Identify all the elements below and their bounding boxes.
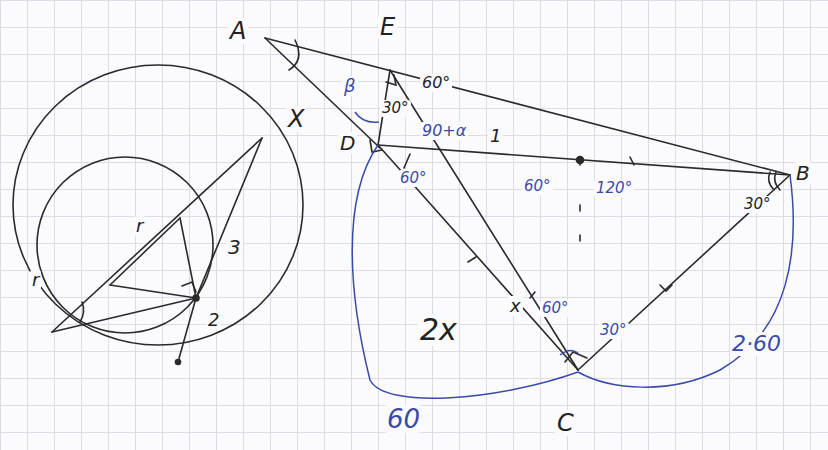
angle-label: 60° [540,300,571,317]
angle-label: 120° [594,180,634,197]
angle-label: 60° [522,178,553,195]
length-label: x [508,296,523,316]
point-label: X [286,106,306,132]
segment-db [378,145,790,175]
segment-ab [265,38,790,175]
chord [52,138,262,332]
point [176,360,181,365]
length-label: 3 [226,236,243,258]
angle-mark [80,302,84,322]
segment [178,298,196,362]
segment-bc [578,175,790,370]
angle-label: 60° [420,74,452,92]
loop-curve [352,145,578,398]
angle-label: 30° [598,322,629,339]
angle-mark [560,350,578,355]
inner-circle [37,157,213,333]
radius-label: r [30,270,41,290]
length-label: 60 [385,405,422,433]
segment-ad [265,38,380,148]
length-label: 2x [418,314,459,346]
angle-label: 90+α [420,122,468,140]
tick-mark [630,157,634,165]
angle-mark [769,172,780,190]
outer-circle [13,65,303,345]
radius-label: r [134,216,145,236]
angle-label: 60° [398,170,429,187]
length-label: 2·60 [730,332,783,356]
point [193,295,199,301]
angle-label: 30° [380,100,411,117]
angle-label: 30° [742,196,773,213]
angle-mark [289,40,299,70]
loop-curve [578,175,793,387]
length-label: 2 [206,310,221,330]
segment-ec [390,70,578,370]
right-angle-mark [660,285,672,291]
right-angle-mark [182,282,196,292]
chord [52,298,196,332]
point-label: E [378,14,397,40]
right-angle-mark [565,352,587,362]
right-angle-mark [370,140,382,152]
radius [110,285,196,298]
angle-mark [355,112,379,122]
angle-label: β [342,76,358,96]
right-angle-mark [386,75,396,85]
point-label: B [794,162,812,184]
segment [180,218,196,298]
point-label: A [228,18,248,44]
point-label: D [338,132,357,154]
chord [196,138,262,298]
point-label: C [555,410,576,436]
point [577,157,584,164]
length-label: 1 [488,126,503,146]
tick-mark [579,157,581,241]
segment-dc [378,145,578,370]
